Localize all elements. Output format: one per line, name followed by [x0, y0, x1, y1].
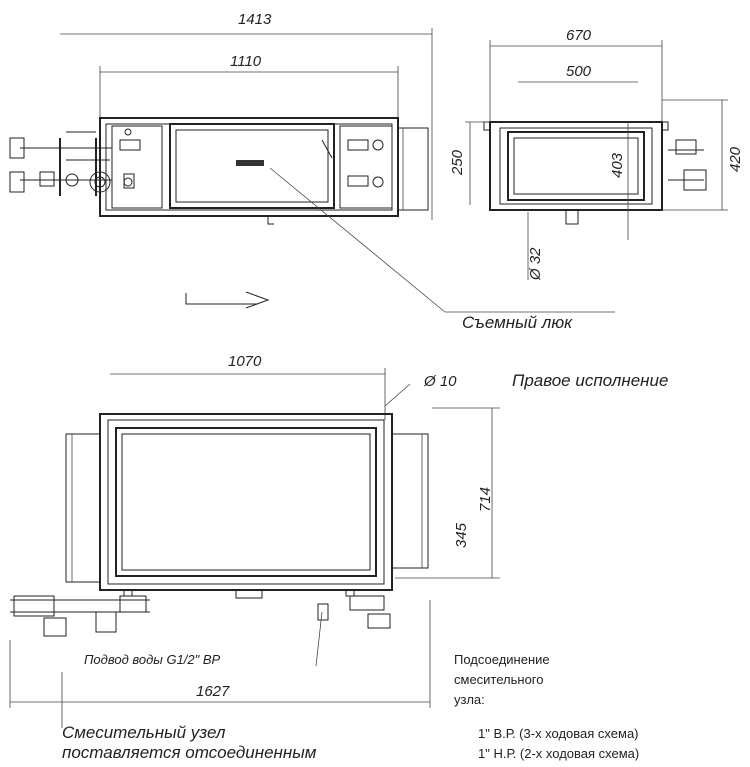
airflow-arrow	[185, 293, 258, 305]
mixing-unit-front	[10, 595, 391, 637]
dim-inner-width: 500	[566, 63, 592, 80]
mixer-note-line2: поставляется отсоединенным	[62, 743, 317, 762]
heater-section-left	[111, 125, 163, 209]
dim-total-length: 1627	[196, 683, 230, 700]
water-supply-label: Подвод воды G1/2" ВР	[84, 652, 221, 667]
mixing-unit-top	[9, 131, 135, 196]
unit-body-side	[489, 121, 663, 211]
unit-body-front	[99, 413, 393, 591]
connection-item-2way: 1" Н.Р. (2-х ходовая схема)	[478, 746, 639, 761]
service-hatch	[169, 123, 335, 209]
duct-collar-right-front	[391, 433, 429, 569]
connection-note-line3: узла:	[454, 692, 485, 707]
connection-note: Подсоединение смесительного узла: 1" В.Р…	[454, 652, 639, 761]
dim-width: 670	[566, 27, 592, 44]
duct-opening	[507, 131, 645, 201]
connection-note-line2: смесительного	[454, 672, 544, 687]
dim-height-b: 714	[477, 487, 494, 512]
front-panel	[115, 427, 377, 577]
dim-height-a: 345	[453, 522, 470, 548]
dim-length: 1070	[228, 353, 262, 370]
dim-body-length: 1110	[230, 53, 262, 70]
hatch-label: Съемный люк	[462, 313, 573, 332]
dim-mount-hole: Ø 10	[423, 373, 457, 390]
mixer-note-line1: Смесительный узел	[62, 723, 226, 742]
side-view: 670 500 250 403 420 Ø 32	[449, 27, 744, 281]
version-label: Правое исполнение	[512, 371, 668, 390]
connection-item-3way: 1" В.Р. (3-х ходовая схема)	[478, 726, 639, 741]
heater-section-right	[339, 125, 393, 209]
front-view: 1070 Ø 10 Правое исполнение	[9, 353, 668, 762]
valve-side-1	[675, 139, 697, 155]
unit-body-top	[99, 117, 399, 217]
dim-height: 420	[727, 146, 744, 172]
duct-collar-left	[65, 433, 101, 583]
dim-overall-length: 1413	[238, 11, 272, 28]
dim-inner-height: 250	[449, 149, 466, 176]
connection-note-line1: Подсоединение	[454, 652, 550, 667]
airflow-arrow-head	[245, 291, 270, 309]
hatch-handle	[236, 160, 264, 166]
dim-drain: Ø 32	[527, 247, 544, 281]
top-view: 1413 1110	[9, 11, 615, 332]
dim-mid-height: 403	[609, 152, 626, 178]
duct-collar-right	[397, 127, 429, 211]
